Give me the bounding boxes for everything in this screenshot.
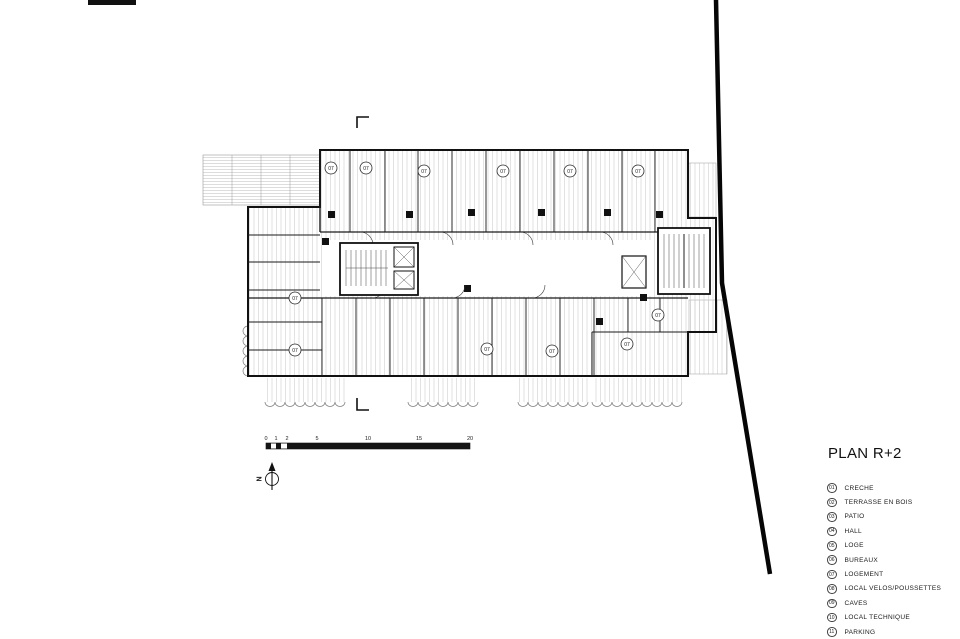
- room-marker-label: 07: [421, 169, 427, 175]
- room-marker-circle: [496, 164, 510, 178]
- room-marker: 07: [563, 164, 577, 178]
- room-marker-label: 07: [624, 342, 630, 348]
- legend-label: TERRASSE EN BOIS: [844, 499, 913, 507]
- room-marker-circle: [651, 308, 665, 322]
- room-marker: 07: [620, 337, 634, 351]
- room-marker: 07: [417, 164, 431, 178]
- legend-item-02: 02 TERRASSE EN BOIS: [827, 495, 941, 509]
- north-arrow: N: [257, 462, 279, 490]
- legend-number: 03: [827, 512, 837, 522]
- legend-number: 09: [827, 598, 837, 609]
- legend-item-06: 06 BUREAUX: [827, 553, 941, 567]
- legend-number: 06: [827, 555, 837, 565]
- legend-number: 08: [827, 584, 837, 594]
- room-markers: 07 07 07 07 07 07 07 07 07 07 07 07: [288, 161, 665, 358]
- room-marker-circle: [480, 342, 494, 356]
- room-marker-circle: [324, 161, 338, 175]
- room-marker-label: 07: [484, 347, 490, 353]
- sheet-edge-mark: [88, 0, 136, 5]
- site-boundary-line: [713, 0, 773, 575]
- room-marker-circle: [631, 164, 645, 178]
- room-marker: 07: [359, 161, 373, 175]
- room-marker-circle: [288, 343, 302, 357]
- legend-number: 01: [827, 483, 837, 493]
- legend-item-01: 01 CRECHE: [827, 481, 941, 495]
- north-label: N: [257, 476, 264, 481]
- legend-item-08: 08 LOCAL VELOS/POUSSETTES: [827, 582, 941, 596]
- scale-bar: 0 1 2 5 10 15 20: [264, 436, 473, 450]
- legend-label: LOGE: [844, 542, 864, 550]
- room-marker: 07: [651, 308, 665, 322]
- room-marker: 07: [288, 291, 302, 305]
- room-marker-label: 07: [500, 169, 506, 175]
- legend-label: LOGEMENT: [844, 571, 884, 579]
- legend-item-04: 04 HALL: [827, 524, 941, 538]
- scale-label: 10: [365, 436, 371, 442]
- room-marker: 07: [545, 344, 559, 358]
- section-marks: [356, 116, 369, 411]
- room-marker-circle: [563, 164, 577, 178]
- room-marker-label: 07: [363, 166, 369, 172]
- legend-label: HALL: [844, 527, 862, 535]
- room-marker-label: 07: [567, 169, 573, 175]
- room-marker-label: 07: [635, 169, 641, 175]
- stair-core-west: [339, 242, 419, 296]
- legend-number: 07: [827, 569, 837, 580]
- legend-item-10: 10 LOCAL TECHNIQUE: [827, 611, 941, 625]
- room-marker-label: 07: [328, 166, 334, 172]
- room-marker-label: 07: [549, 349, 555, 355]
- legend-number: 04: [827, 526, 837, 537]
- legend-item-03: 03 PATIO: [827, 510, 941, 524]
- room-marker: 07: [288, 343, 302, 357]
- balcony-awnings: [242, 325, 683, 407]
- room-marker-label: 07: [292, 348, 298, 354]
- legend-number: 11: [827, 627, 837, 637]
- room-marker: 07: [631, 164, 645, 178]
- room-marker-circle: [288, 291, 302, 305]
- scale-label: 0: [264, 436, 267, 442]
- legend-label: CAVES: [844, 599, 868, 607]
- legend-label: CRECHE: [844, 484, 874, 492]
- room-marker-circle: [359, 161, 373, 175]
- legend-item-09: 09 CAVES: [827, 596, 941, 610]
- room-marker-label: 07: [292, 296, 298, 302]
- legend-label: LOCAL VELOS/POUSSETTES: [844, 585, 942, 593]
- scale-label: 15: [416, 436, 422, 442]
- room-marker-circle: [417, 164, 431, 178]
- legend-item-05: 05 LOGE: [827, 539, 941, 553]
- legend-label: BUREAUX: [844, 556, 879, 564]
- plan-title: PLAN R+2: [828, 445, 902, 462]
- legend-item-07: 07 LOGEMENT: [827, 567, 941, 581]
- legend-item-11: 11 PARKING: [827, 625, 941, 639]
- room-marker: 07: [324, 161, 338, 175]
- room-marker-circle: [545, 344, 559, 358]
- interior-walls: [248, 150, 688, 376]
- stair-core-east: [657, 227, 711, 295]
- scale-label: 5: [315, 436, 318, 442]
- legend-number: 10: [827, 612, 837, 623]
- legend-number: 02: [827, 497, 837, 508]
- structural-columns: [322, 209, 663, 325]
- scale-label: 2: [285, 436, 288, 442]
- room-marker-circle: [620, 337, 634, 351]
- room-marker-label: 07: [655, 313, 661, 319]
- scale-label: 20: [467, 436, 473, 442]
- scale-label: 1: [274, 436, 277, 442]
- room-marker: 07: [496, 164, 510, 178]
- legend-label: PATIO: [844, 513, 865, 521]
- legend-number: 05: [827, 541, 837, 551]
- room-marker: 07: [480, 342, 494, 356]
- legend-label: PARKING: [844, 628, 876, 636]
- scale-labels: 0 1 2 5 10 15 20: [264, 436, 473, 442]
- shaft-core-center: [621, 255, 647, 289]
- legend-label: LOCAL TECHNIQUE: [844, 614, 911, 622]
